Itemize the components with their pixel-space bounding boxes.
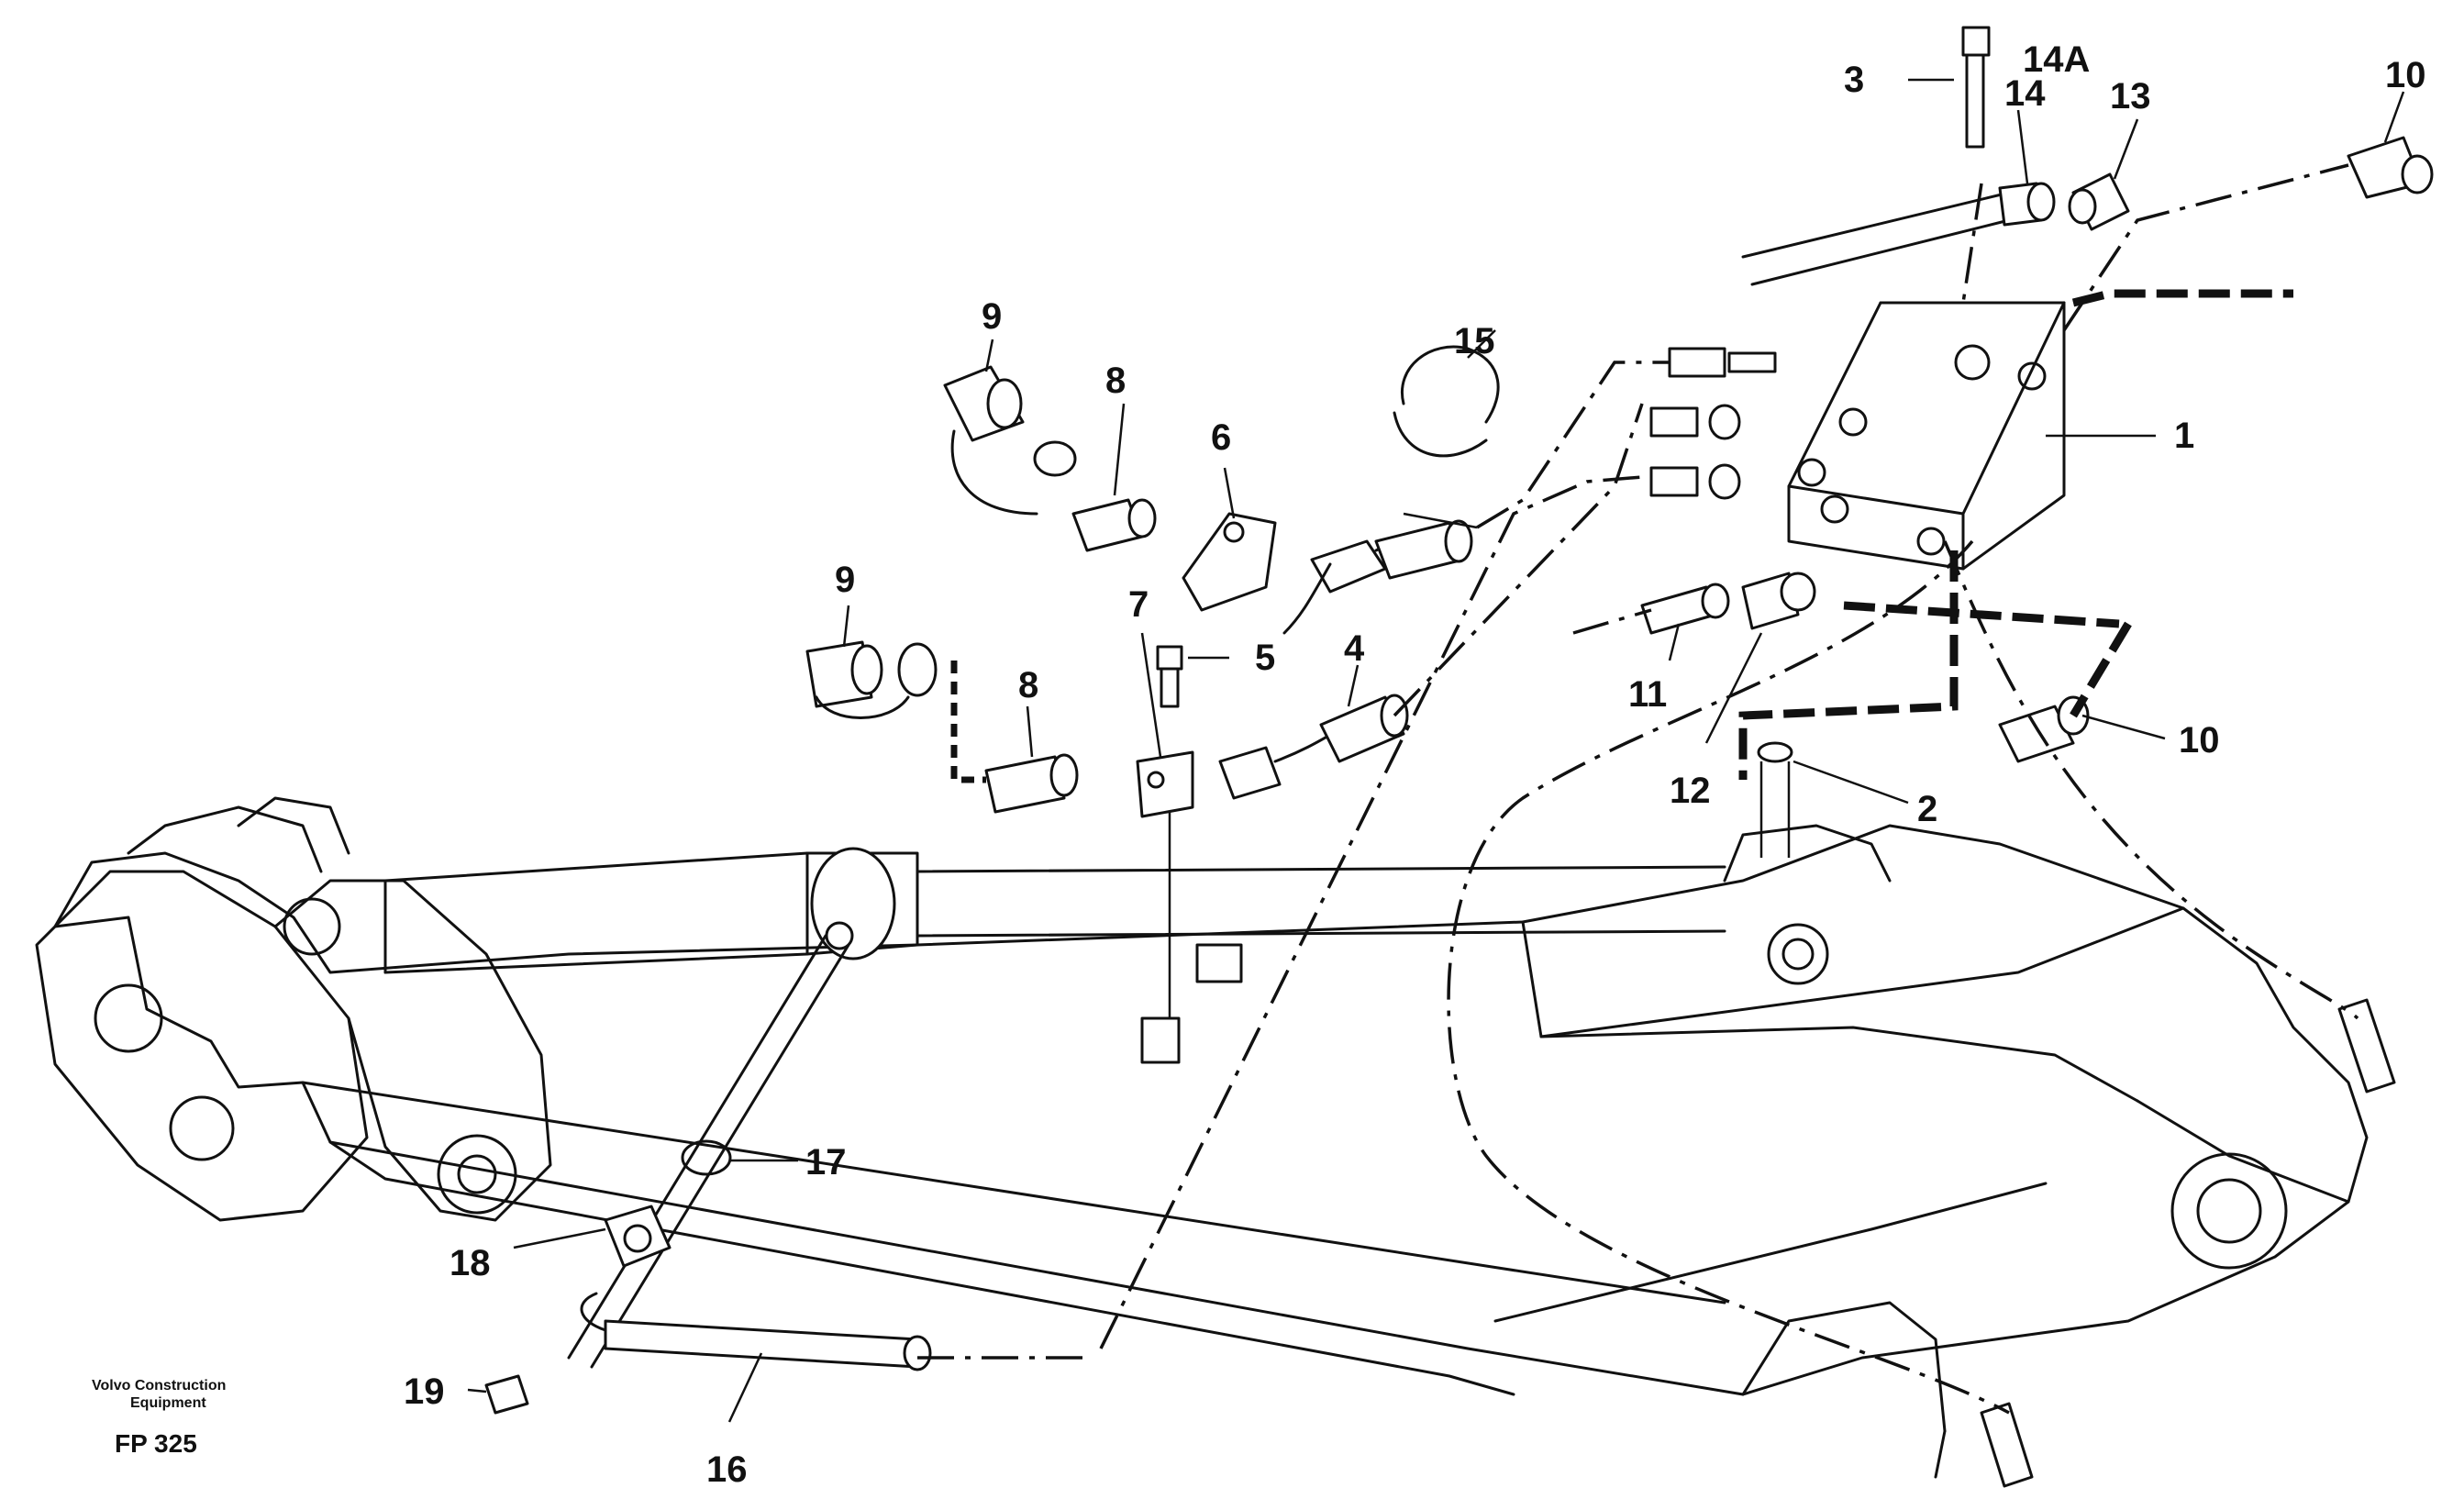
nipple-parts-8 [984,403,1157,814]
lower-hose-assembly [1218,664,1409,800]
upper-hose-assembly [1282,512,1478,635]
bolt-part-5 [1156,645,1229,708]
callout-12: 12 [1670,771,1711,811]
pipe-part-14 [1741,109,2056,286]
lower-line-parts [467,1139,932,1423]
callout-7: 7 [1128,584,1149,625]
cap-parts-9 [805,339,1077,719]
callout-3: 3 [1844,60,1864,100]
hose-end-part-10 [1980,91,2434,1488]
callout-10-upper: 10 [2385,55,2426,95]
callout-17: 17 [805,1142,847,1182]
callout-18: 18 [450,1243,491,1283]
elbow-part-13 [2068,118,2139,231]
title-block: Volvo Construction Equipment FP 325 [92,1378,226,1458]
callout-19: 19 [404,1371,445,1412]
hose-routing-lines [917,163,2359,1415]
callout-labels: 1 2 3 4 5 6 7 8 8 9 9 10 10 11 12 13 14 … [404,39,2426,1490]
bracket-parts-6-7 [1136,467,1277,818]
callout-9-upper: 9 [982,296,1002,337]
callout-8-lower: 8 [1018,665,1038,705]
callout-16: 16 [706,1449,748,1490]
valve-fittings [1649,347,1777,500]
callout-14: 14 [2004,73,2046,114]
clip-part-15 [1393,329,1500,458]
excavator-arm [35,796,2369,1479]
callout-13: 13 [2110,76,2151,117]
callout-10-lower: 10 [2179,720,2220,761]
washer-part-2 [1757,741,1909,858]
callout-2: 2 [1917,789,1937,829]
callout-5: 5 [1255,638,1275,678]
company-name-line1: Volvo Construction [92,1378,226,1393]
fitting-parts-11-12 [1640,572,1816,744]
callout-15: 15 [1454,321,1495,361]
callout-6: 6 [1211,417,1231,458]
callout-11: 11 [1628,674,1667,715]
figure-code: FP 325 [115,1429,197,1458]
callout-14a: 14A [2023,39,2090,80]
bolt-part-3 [1908,26,1991,149]
callout-4: 4 [1344,628,1365,669]
callout-1: 1 [2174,416,2194,456]
callout-8-upper: 8 [1105,361,1126,401]
bold-dashed-connections [950,289,2293,783]
company-name-line2: Equipment [130,1395,206,1411]
valve-block [1787,301,2066,571]
callout-9-lower: 9 [835,560,855,600]
